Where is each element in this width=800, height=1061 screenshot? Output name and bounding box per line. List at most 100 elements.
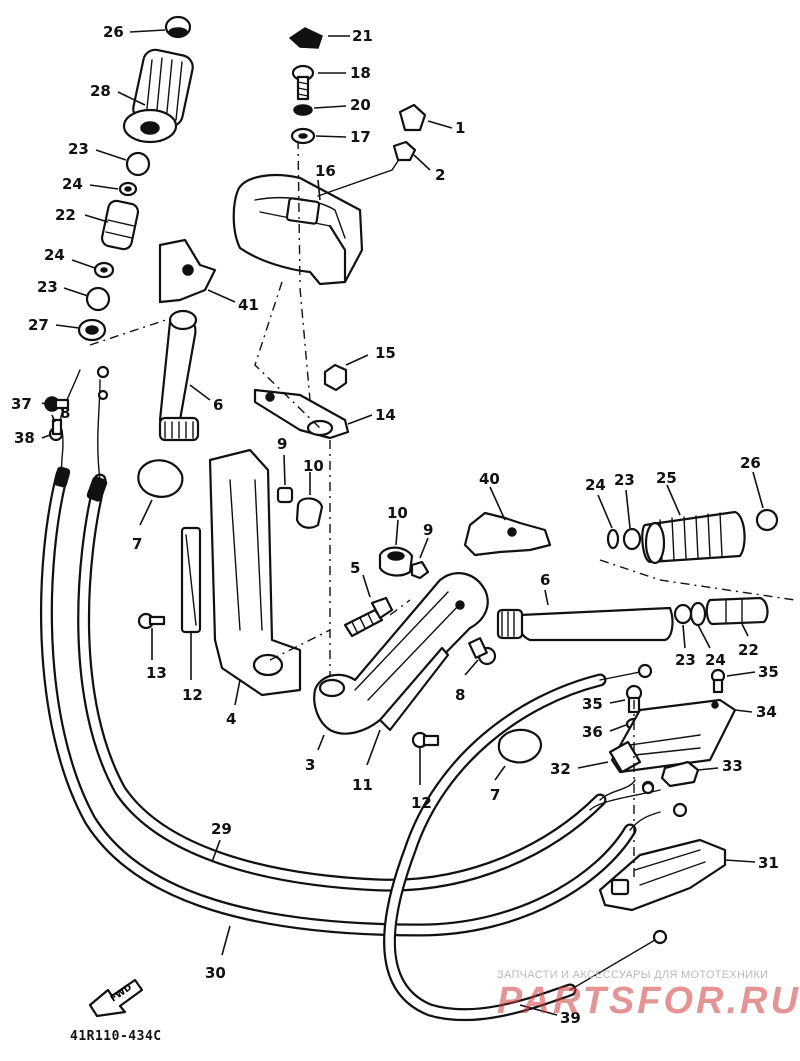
callout-8-left: 8: [60, 404, 70, 422]
callout-30: 30: [205, 964, 226, 982]
callout-14: 13: [146, 664, 167, 682]
callout-23-a: 23: [68, 140, 89, 158]
weight-22-left: [100, 199, 140, 251]
callout-9-b: 9: [423, 521, 433, 539]
callout-39: 39: [560, 1009, 581, 1027]
housing-31: [598, 838, 727, 912]
callout-19: 18: [350, 64, 371, 82]
callout-33: 33: [722, 757, 743, 775]
callout-21: 21: [352, 27, 373, 45]
collar-27: [77, 318, 107, 342]
screw-8-right: [468, 637, 497, 666]
switch-housing-17: [232, 174, 364, 286]
callout-24-a: 24: [62, 175, 83, 193]
callout-9-a: 9: [277, 435, 287, 453]
screw-35-top: [710, 668, 726, 694]
callout-24-d: 24: [705, 651, 726, 669]
callout-10-b: 10: [387, 504, 408, 522]
fwd-arrow: FWD: [88, 978, 144, 1018]
callout-32: 32: [550, 760, 571, 778]
grip-28: [122, 48, 194, 144]
washer-20: [293, 104, 313, 116]
callout-23-c: 23: [614, 471, 635, 489]
cap-7-left: [137, 459, 184, 498]
callout-18: 17: [350, 128, 371, 146]
callout-7-right: 7: [490, 786, 500, 804]
callout-28: 28: [90, 82, 111, 100]
callout-26-top: 26: [103, 23, 124, 41]
watermark-tagline: ЗАПЧАСТИ И АКСЕССУАРЫ ДЛЯ МОТОТЕХНИКИ: [497, 969, 769, 981]
weight-23-b: [85, 286, 111, 312]
screw-12: [411, 731, 440, 749]
tube-6-right: [496, 606, 674, 642]
callout-38: 38: [14, 429, 35, 447]
cable-30: [40, 468, 637, 937]
callout-10-a: 10: [303, 457, 324, 475]
callout-11: 11: [352, 776, 373, 794]
cable-39: [383, 673, 607, 1022]
callout-41: 41: [238, 296, 259, 314]
spacer-9-a: [276, 486, 294, 504]
callout-27: 27: [28, 316, 49, 334]
screw-19: [291, 64, 315, 101]
callout-24-c: 24: [585, 476, 606, 494]
callout-2: 2: [435, 166, 445, 184]
knob-2: [392, 140, 417, 162]
washer-24-c: [606, 528, 620, 550]
callout-6-right: 6: [540, 571, 550, 589]
bush-10-a: [295, 497, 324, 529]
callout-16: 15: [375, 344, 396, 362]
callout-36: 36: [582, 723, 603, 741]
lever-3: [313, 572, 489, 735]
callout-23-b: 23: [37, 278, 58, 296]
cap-7-right: [497, 728, 543, 764]
screw-14: [137, 612, 166, 630]
nut-16: [323, 363, 348, 392]
callout-40: 40: [479, 470, 500, 488]
washer-24-d: [689, 601, 707, 627]
screw-38: [48, 418, 64, 442]
callout-1: 1: [455, 119, 465, 137]
callout-31: 31: [758, 854, 779, 872]
callout-labels: 26 28 23 24 22 24 23 27 21 18 20 17 1 2 …: [11, 23, 779, 1027]
callout-22-right: 22: [738, 641, 759, 659]
callout-13: 12: [182, 686, 203, 704]
callout-12: 12: [411, 794, 432, 812]
callout-6-left: 6: [213, 396, 223, 414]
plate-11: [378, 646, 450, 732]
callout-37: 37: [11, 395, 32, 413]
tube-6-left: [158, 309, 200, 442]
callout-34: 34: [756, 703, 777, 721]
diagram-code: 41R110-434C: [70, 1029, 162, 1044]
callout-5: 5: [350, 559, 360, 577]
grip-end-26-right: [755, 508, 779, 532]
grip-25: [641, 510, 746, 565]
block-33: [660, 760, 700, 788]
callout-35-mid: 35: [582, 695, 603, 713]
callout-17: 16: [315, 162, 336, 180]
callout-15: 14: [375, 406, 396, 424]
callout-26-right: 26: [740, 454, 761, 472]
callout-35-top: 35: [758, 663, 779, 681]
callout-8-right: 8: [455, 686, 465, 704]
callout-22-left: 22: [55, 206, 76, 224]
spacer-9-b: [410, 560, 430, 580]
callout-7-left: 7: [132, 535, 142, 553]
callout-4: 4: [226, 710, 236, 728]
cable-29: [77, 473, 607, 892]
grip-end-26-top: [164, 15, 192, 39]
callout-24-b: 24: [44, 246, 65, 264]
plate-15: [253, 388, 350, 440]
callout-20: 20: [350, 96, 371, 114]
bracket-32: [608, 740, 642, 774]
holder-40: [463, 511, 552, 557]
watermark-logo: PARTSFOR.RU: [497, 980, 800, 1022]
weight-23-a: [125, 151, 151, 177]
weight-22-right: [705, 596, 769, 626]
cap-21: [288, 27, 323, 49]
knob-1: [398, 103, 427, 132]
weight-23-c: [622, 527, 642, 551]
callout-3: 3: [305, 756, 315, 774]
callout-25: 25: [656, 469, 677, 487]
